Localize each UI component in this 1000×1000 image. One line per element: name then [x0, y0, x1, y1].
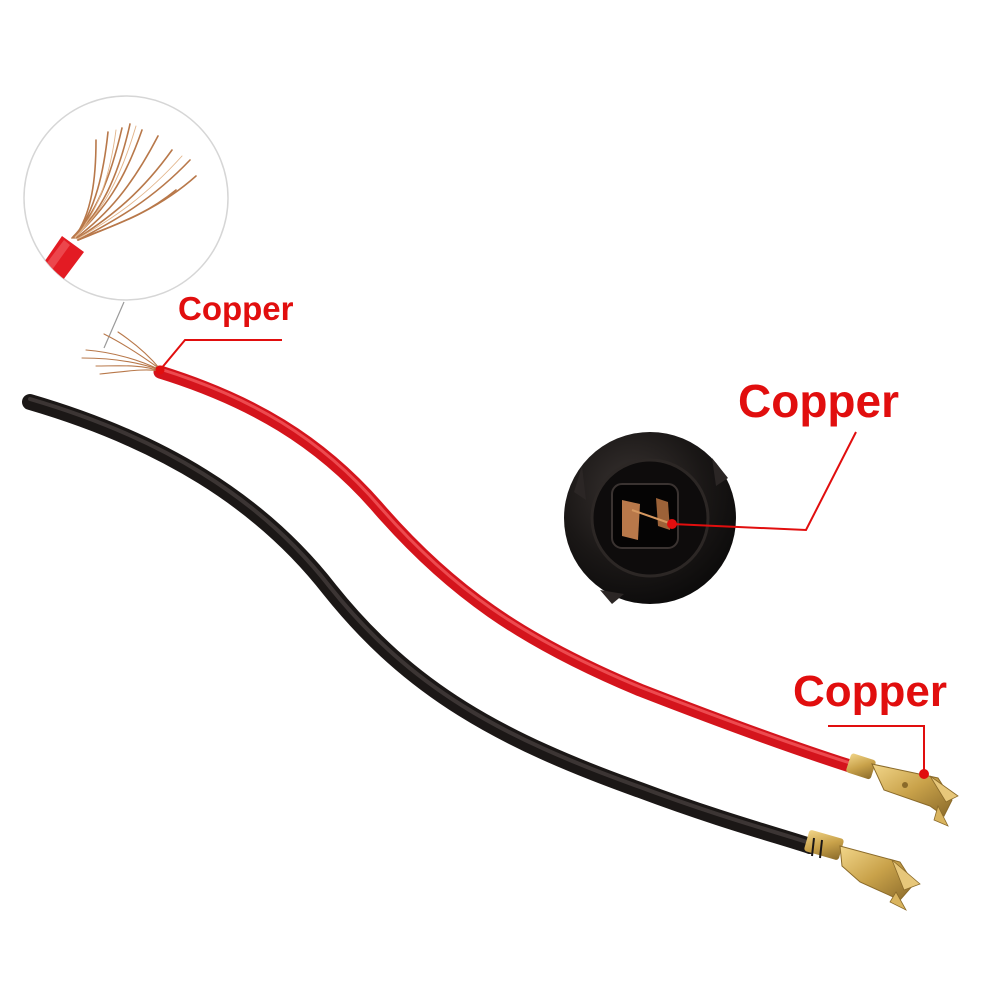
- bulb-socket-icon: [564, 432, 736, 604]
- callout-dots: [155, 365, 929, 779]
- copper-label-strands: Copper: [178, 290, 294, 327]
- black-wire-terminal-icon: [804, 830, 921, 911]
- inset-connector-line: [103, 301, 125, 349]
- wire-tip-strands: [81, 331, 161, 375]
- callout-pointers: [159, 339, 925, 774]
- black-wire: [22, 394, 818, 854]
- red-wire: [153, 365, 857, 773]
- copper-label-terminal: Copper: [793, 667, 947, 716]
- copper-label-socket: Copper: [738, 375, 899, 427]
- red-wire-terminal-icon: [846, 753, 959, 827]
- copper-strands-zoom-icon: [23, 95, 229, 301]
